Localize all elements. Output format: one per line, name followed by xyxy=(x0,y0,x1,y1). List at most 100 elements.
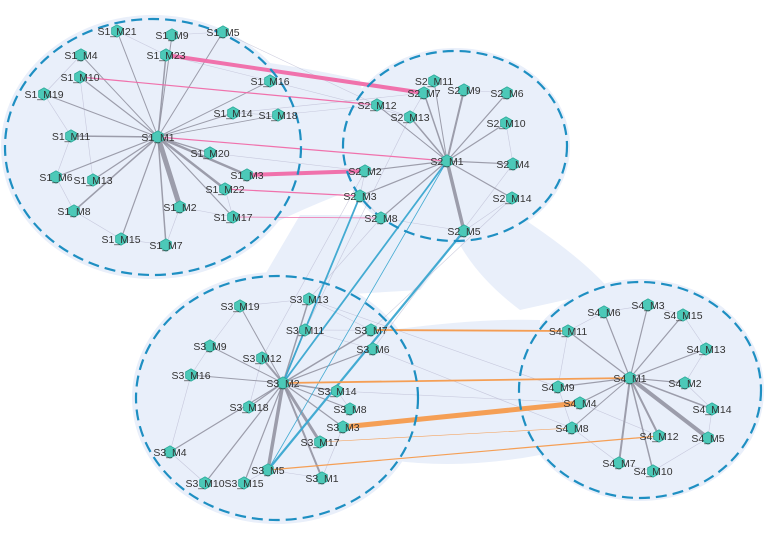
node-marker[interactable] xyxy=(204,339,216,353)
node-marker[interactable] xyxy=(314,435,326,449)
node-marker[interactable] xyxy=(418,86,430,100)
node-S2_M7[interactable]: S2_M7 xyxy=(407,86,441,100)
node-S3_M10[interactable]: S3_M10 xyxy=(185,476,225,490)
node-marker[interactable] xyxy=(204,146,216,160)
node-S1_M2[interactable]: S1_M2 xyxy=(163,200,197,214)
node-marker[interactable] xyxy=(501,86,513,100)
node-S3_M5[interactable]: S3_M5 xyxy=(251,463,285,477)
node-S1_M15[interactable]: S1_M15 xyxy=(101,232,141,246)
node-marker[interactable] xyxy=(653,429,665,443)
node-S4_M1[interactable]: S4_M1 xyxy=(613,371,647,385)
node-S2_M13[interactable]: S2_M13 xyxy=(390,110,430,124)
node-S4_M3[interactable]: S4_M3 xyxy=(631,298,665,312)
node-marker[interactable] xyxy=(238,476,250,490)
node-marker[interactable] xyxy=(160,48,172,62)
node-S3_M6[interactable]: S3_M6 xyxy=(356,342,390,356)
node-S1_M18[interactable]: S1_M18 xyxy=(258,108,298,122)
node-S4_M9[interactable]: S4_M9 xyxy=(541,380,575,394)
node-S1_M6[interactable]: S1_M6 xyxy=(39,170,73,184)
node-marker[interactable] xyxy=(441,154,453,168)
node-marker[interactable] xyxy=(152,130,164,144)
node-S4_M2[interactable]: S4_M2 xyxy=(668,376,702,390)
node-S4_M14[interactable]: S4_M14 xyxy=(692,402,732,416)
node-marker[interactable] xyxy=(227,106,239,120)
node-marker[interactable] xyxy=(354,189,366,203)
node-S2_M3[interactable]: S2_M3 xyxy=(343,189,377,203)
node-S3_M15[interactable]: S3_M15 xyxy=(224,476,264,490)
node-marker[interactable] xyxy=(87,173,99,187)
node-S2_M5[interactable]: S2_M5 xyxy=(447,224,481,238)
node-marker[interactable] xyxy=(303,292,315,306)
node-marker[interactable] xyxy=(702,431,714,445)
node-S2_M11[interactable]: S2_M11 xyxy=(415,74,453,88)
node-S3_M17[interactable]: S3_M17 xyxy=(300,435,340,449)
node-S4_M11[interactable]: S4_M11 xyxy=(549,324,587,338)
node-marker[interactable] xyxy=(500,116,512,130)
node-marker[interactable] xyxy=(613,456,625,470)
node-marker[interactable] xyxy=(642,298,654,312)
node-S3_M9[interactable]: S3_M9 xyxy=(193,339,227,353)
node-S2_M6[interactable]: S2_M6 xyxy=(490,86,524,100)
node-marker[interactable] xyxy=(316,471,328,485)
node-S4_M13[interactable]: S4_M13 xyxy=(686,342,726,356)
node-marker[interactable] xyxy=(706,402,718,416)
node-S4_M10[interactable]: S4_M10 xyxy=(633,464,673,478)
node-marker[interactable] xyxy=(164,445,176,459)
node-marker[interactable] xyxy=(679,376,691,390)
node-marker[interactable] xyxy=(299,323,311,337)
node-marker[interactable] xyxy=(185,368,197,382)
node-S2_M12[interactable]: S2_M12 xyxy=(357,98,397,112)
node-S1_M13[interactable]: S1_M13 xyxy=(73,173,113,187)
node-S1_M21[interactable]: S1_M21 xyxy=(97,24,137,38)
node-marker[interactable] xyxy=(234,299,246,313)
node-S3_M12[interactable]: S3_M12 xyxy=(242,351,282,365)
node-marker[interactable] xyxy=(50,170,62,184)
node-S3_M1[interactable]: S3_M1 xyxy=(305,471,339,485)
node-S4_M12[interactable]: S4_M12 xyxy=(639,429,679,443)
node-marker[interactable] xyxy=(331,384,343,398)
node-S3_M2[interactable]: S3_M2 xyxy=(266,376,300,390)
node-S1_M17[interactable]: S1_M17 xyxy=(213,210,253,224)
node-marker[interactable] xyxy=(562,324,574,338)
node-S3_M13[interactable]: S3_M13 xyxy=(289,292,329,306)
node-marker[interactable] xyxy=(552,380,564,394)
node-marker[interactable] xyxy=(458,83,470,97)
node-S1_M1[interactable]: S1_M1 xyxy=(141,130,175,144)
node-marker[interactable] xyxy=(428,74,440,88)
node-marker[interactable] xyxy=(38,87,50,101)
node-S3_M7[interactable]: S3_M7 xyxy=(354,323,388,337)
node-marker[interactable] xyxy=(677,308,689,322)
node-S1_M11[interactable]: S1_M11 xyxy=(52,129,90,143)
node-marker[interactable] xyxy=(264,74,276,88)
node-S3_M19[interactable]: S3_M19 xyxy=(220,299,260,313)
node-marker[interactable] xyxy=(371,98,383,112)
node-marker[interactable] xyxy=(367,342,379,356)
node-S2_M10[interactable]: S2_M10 xyxy=(486,116,526,130)
node-S3_M16[interactable]: S3_M16 xyxy=(171,368,211,382)
node-marker[interactable] xyxy=(219,182,231,196)
node-marker[interactable] xyxy=(199,476,211,490)
node-marker[interactable] xyxy=(359,164,371,178)
node-marker[interactable] xyxy=(166,28,178,42)
node-marker[interactable] xyxy=(256,351,268,365)
node-marker[interactable] xyxy=(241,168,253,182)
node-S2_M14[interactable]: S2_M14 xyxy=(492,191,532,205)
node-S1_M23[interactable]: S1_M23 xyxy=(146,48,186,62)
node-marker[interactable] xyxy=(217,25,229,39)
node-S1_M14[interactable]: S1_M14 xyxy=(213,106,253,120)
node-S1_M10[interactable]: S1_M10 xyxy=(60,70,100,84)
node-marker[interactable] xyxy=(337,420,349,434)
node-marker[interactable] xyxy=(68,204,80,218)
node-S1_M8[interactable]: S1_M8 xyxy=(57,204,91,218)
node-marker[interactable] xyxy=(574,396,586,410)
node-S1_M4[interactable]: S1_M4 xyxy=(64,48,98,62)
node-S3_M3[interactable]: S3_M3 xyxy=(326,420,360,434)
node-S3_M14[interactable]: S3_M14 xyxy=(317,384,357,398)
node-S1_M7[interactable]: S1_M7 xyxy=(149,238,183,252)
node-S1_M3[interactable]: S1_M3 xyxy=(230,168,264,182)
node-marker[interactable] xyxy=(277,376,289,390)
node-marker[interactable] xyxy=(647,464,659,478)
node-marker[interactable] xyxy=(375,211,387,225)
node-S3_M8[interactable]: S3_M8 xyxy=(333,402,367,416)
node-marker[interactable] xyxy=(365,323,377,337)
